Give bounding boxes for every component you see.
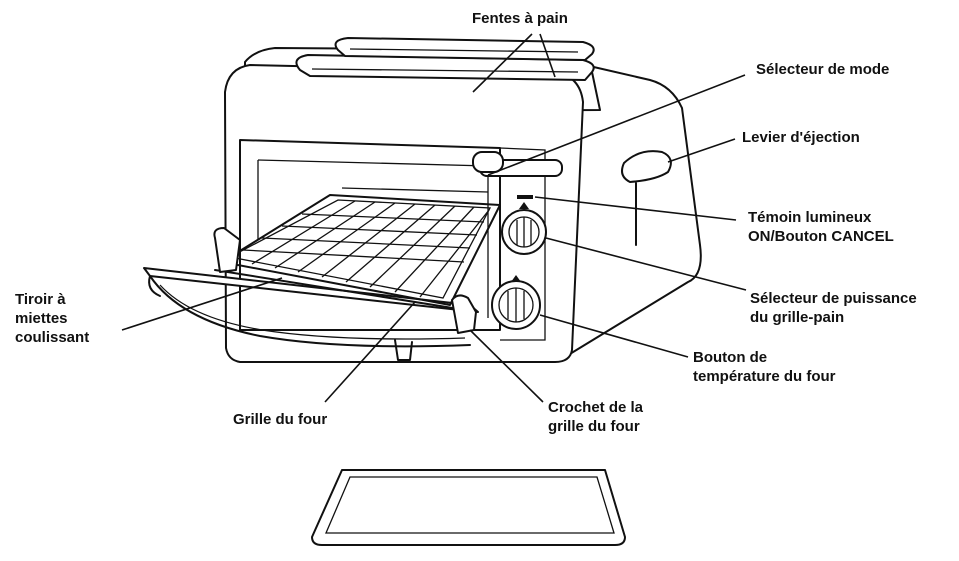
eject-lever <box>621 150 672 246</box>
label-line: ON/Bouton CANCEL <box>748 228 894 245</box>
label-line: Sélecteur de puissance <box>750 290 917 307</box>
label-line: Tiroir à <box>15 291 66 308</box>
control-panel <box>499 147 546 341</box>
mode-selector <box>472 151 563 177</box>
label-levier-d-ejection: Levier d'éjection <box>742 129 860 146</box>
label-grille-du-four: Grille du four <box>233 411 328 428</box>
label-bouton-de-temperature: Bouton de température du four <box>693 348 836 386</box>
label-line: Témoin lumineux <box>748 209 872 226</box>
label-selecteur-de-puissance: Sélecteur de puissance du grille-pain <box>750 289 917 327</box>
toaster-dial <box>501 202 547 255</box>
label-temoin-lumineux: Témoin lumineux ON/Bouton CANCEL <box>748 208 894 246</box>
label-line: Bouton de <box>693 349 768 366</box>
label-line: du grille-pain <box>750 309 845 326</box>
label-selecteur-de-mode: Sélecteur de mode <box>756 61 890 78</box>
label-fentes-a-pain: Fentes à pain <box>472 10 568 27</box>
label-crochet-de-la-grille: Crochet de la grille du four <box>548 398 643 436</box>
baking-tray <box>311 469 626 546</box>
oven-window <box>239 139 501 331</box>
indicator-light <box>517 195 533 199</box>
rack-hooks <box>213 227 477 334</box>
oven-rack <box>214 194 501 311</box>
label-line: Crochet de la <box>548 399 644 416</box>
label-line: coulissant <box>15 329 90 346</box>
bread-slots <box>295 37 595 81</box>
temperature-dial <box>491 275 541 330</box>
label-line: miettes <box>15 310 68 327</box>
label-tiroir-a-miettes: Tiroir à miettes coulissant <box>15 290 89 347</box>
label-line: grille du four <box>548 418 640 435</box>
callout-lines <box>121 33 747 403</box>
label-line: température du four <box>693 368 836 385</box>
